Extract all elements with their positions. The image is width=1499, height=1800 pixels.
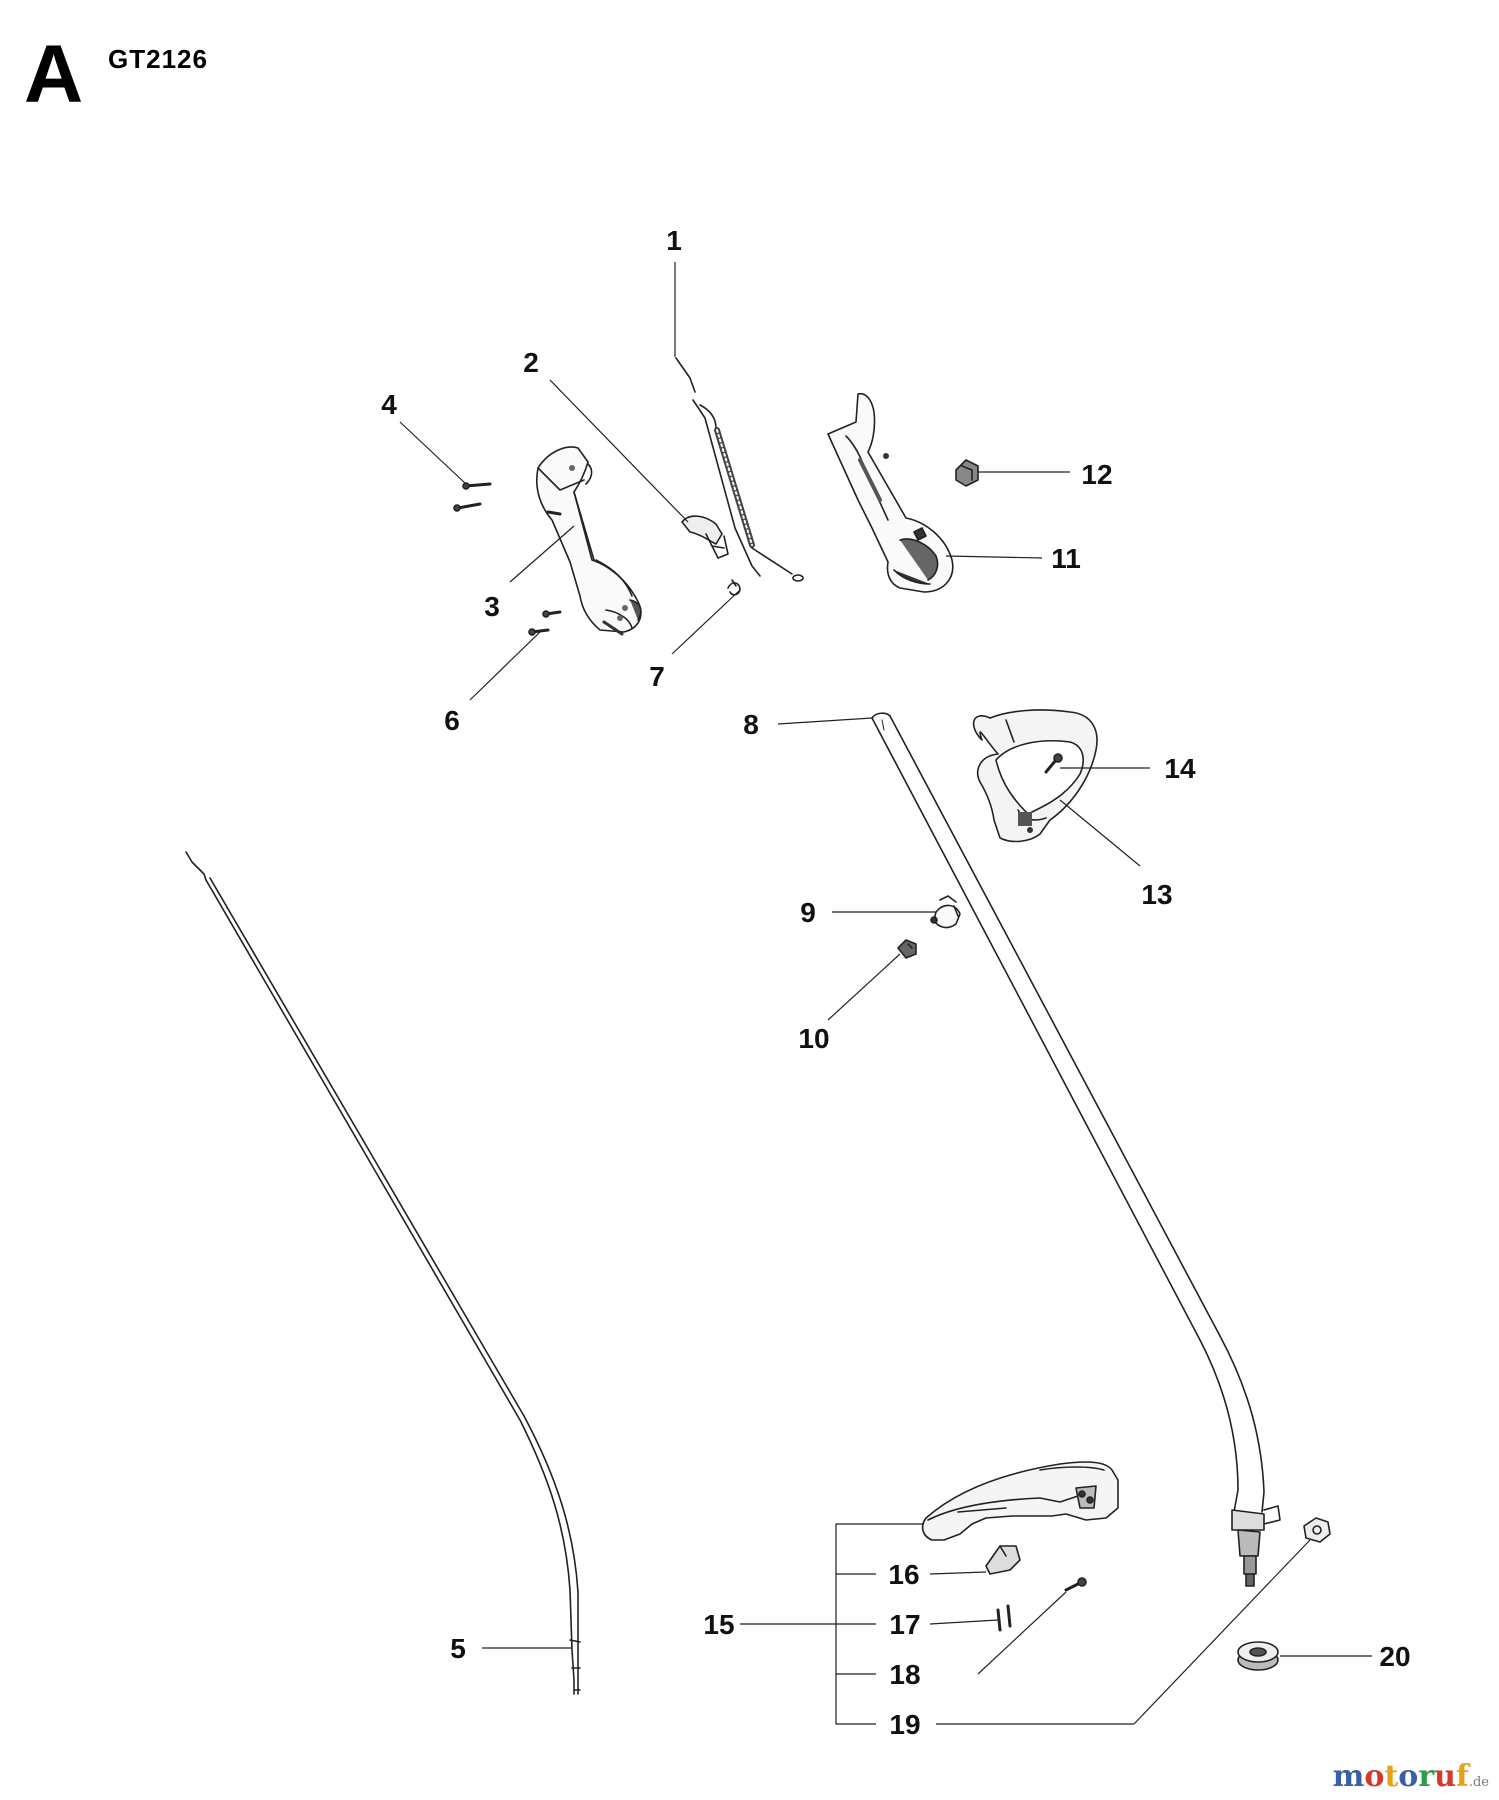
callout-9: 9 [800,897,816,928]
callout-11: 11 [1051,543,1081,574]
guard-screw [1064,1577,1087,1592]
grass-guard [921,1461,1119,1541]
section-letter: A [24,29,84,120]
watermark-letter: o [1398,1759,1419,1794]
throttle-trigger [681,515,729,559]
cap-nut [1237,1641,1279,1671]
callout-14: 14 [1164,753,1196,784]
watermark-letter: o [1364,1759,1385,1794]
drive-shaft [185,851,581,1695]
callout-2: 2 [523,347,539,378]
stop-switch-block [955,459,979,487]
leader-lines [399,262,1372,1725]
loop-handle [972,709,1098,843]
watermark-letter: f [1455,1759,1469,1794]
callout-18: 18 [889,1659,920,1690]
line-cutter-blade [985,1545,1021,1575]
callout-3: 3 [484,591,500,622]
callout-8: 8 [743,709,759,740]
callout-13: 13 [1141,879,1172,910]
callout-5: 5 [450,1633,466,1664]
callout-10: 10 [798,1023,829,1054]
callout-15: 15 [703,1609,734,1640]
callout-19: 19 [889,1709,920,1740]
shaft-clamp [930,895,961,929]
watermark-letter: r [1418,1759,1435,1794]
shaft-tube [871,712,1281,1587]
clamp-knob-screw [897,939,917,959]
model-name: GT2126 [108,44,208,74]
watermark-letter: u [1434,1759,1456,1794]
loop-handle-screw [1044,753,1063,774]
handle-lower-half [536,446,642,636]
throttle-cable [675,357,804,582]
callout-20: 20 [1379,1641,1410,1672]
screws-part-6 [528,610,562,636]
watermark-letter: t [1384,1759,1399,1794]
callout-17: 17 [889,1609,920,1640]
callout-1: 1 [666,225,682,256]
callout-6: 6 [444,705,460,736]
spring-clip [727,579,741,596]
callout-12: 12 [1081,459,1112,490]
hex-nut [1303,1517,1331,1543]
callout-4: 4 [381,389,397,420]
handle-upper-half [827,392,954,593]
screws-part-4 [453,482,562,516]
watermark-letter: m [1332,1759,1365,1794]
callout-16: 16 [888,1559,919,1590]
callout-7: 7 [649,661,665,692]
watermark-logo: motoruf.de [1332,1759,1489,1794]
guard-pins [996,1604,1012,1632]
callout-labels: 1 2 3 4 5 6 7 8 9 10 11 12 13 14 15 16 1… [381,225,1410,1740]
